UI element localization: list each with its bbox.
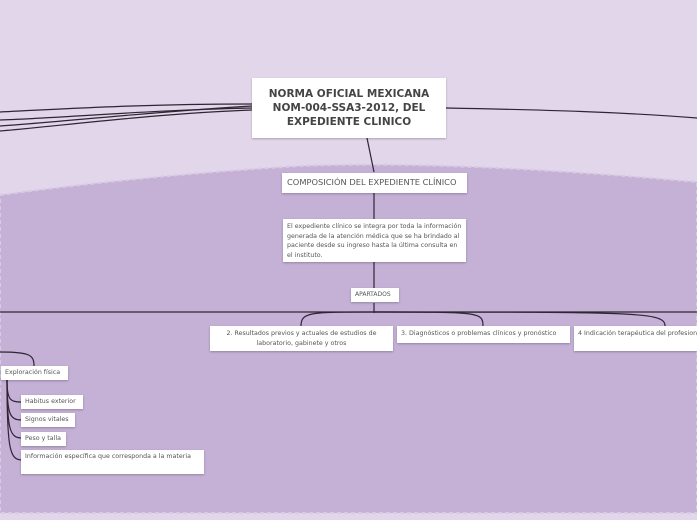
section-2-topic[interactable]: 2. Resultados previos y actuales de estu… (210, 326, 393, 351)
exploration-topic[interactable]: Exploración física (1, 366, 68, 380)
section-4-topic[interactable]: 4 Indicación terapéutica del profesional… (574, 326, 697, 351)
root-topic[interactable]: NORMA OFICIAL MEXICANA NOM-004-SSA3-2012… (252, 78, 446, 138)
composition-topic[interactable]: COMPOSICIÓN DEL EXPEDIENTE CLÍNICO (282, 173, 467, 193)
subtopic-specific-info[interactable]: Información específica que corresponda a… (21, 450, 204, 474)
subtopic-vital-signs[interactable]: Signos vitales (21, 413, 75, 427)
subtopic-habitus[interactable]: Habitus exterior (21, 395, 83, 409)
section-3-topic[interactable]: 3. Diagnósticos o problemas clínicos y p… (397, 326, 570, 343)
sections-topic[interactable]: APARTADOS (351, 288, 399, 302)
description-topic[interactable]: El expediente clínico se integra por tod… (283, 219, 466, 262)
subtopic-weight-height[interactable]: Peso y talla (21, 432, 66, 446)
